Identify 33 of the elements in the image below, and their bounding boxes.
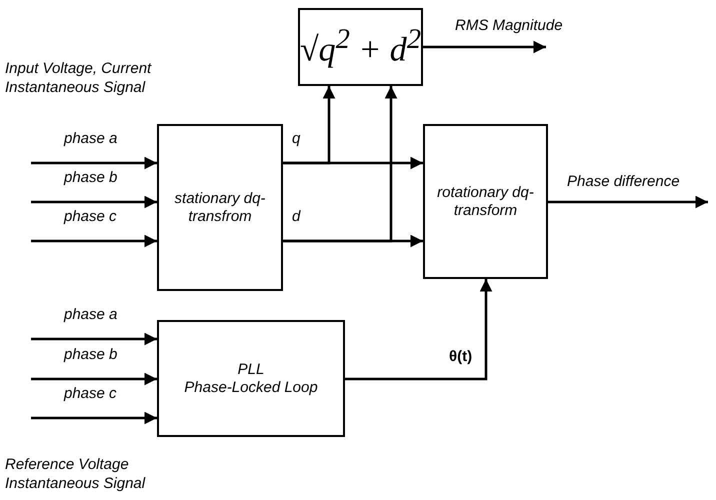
- signal-caption: Reference Voltage Instantaneous Signal: [5, 456, 146, 494]
- arrow: [283, 86, 398, 242]
- edge-label: phase b: [64, 346, 118, 364]
- edge-label: phase c: [64, 208, 117, 226]
- box-text: PLL: [238, 360, 264, 378]
- box-text: stationary dq-transfrom: [174, 190, 266, 226]
- edge-label: d: [292, 208, 300, 226]
- process-box: [423, 124, 548, 279]
- arrow: [31, 234, 157, 248]
- box-text: rotationary dq-transform: [436, 184, 535, 220]
- edge-label: q: [292, 130, 300, 148]
- edge-label: Phase difference: [567, 173, 680, 191]
- signal-caption: Input Voltage, Current Instantaneous Signal: [5, 60, 153, 98]
- arrow: [31, 372, 157, 386]
- edge-label: phase a: [64, 306, 118, 324]
- edge-label: θ(t): [449, 348, 472, 366]
- arrow: [31, 332, 157, 346]
- formula-box: [298, 8, 423, 86]
- arrow: [345, 279, 492, 380]
- arrow: [31, 156, 157, 170]
- edge-label: phase b: [64, 169, 118, 187]
- edge-label: phase a: [64, 130, 118, 148]
- arrow: [31, 196, 157, 208]
- box-text: Phase-Locked Loop: [184, 378, 318, 396]
- arrow: [31, 412, 157, 424]
- formula: √q$^{2}$ + d$^{2}$: [300, 24, 421, 70]
- edge-label: phase c: [64, 385, 117, 403]
- arrow: [548, 196, 708, 208]
- process-box: [157, 124, 283, 291]
- edge-label: RMS Magnitude: [455, 17, 563, 35]
- arrow: [283, 86, 336, 164]
- process-box: [157, 320, 345, 437]
- arrow: [423, 40, 546, 54]
